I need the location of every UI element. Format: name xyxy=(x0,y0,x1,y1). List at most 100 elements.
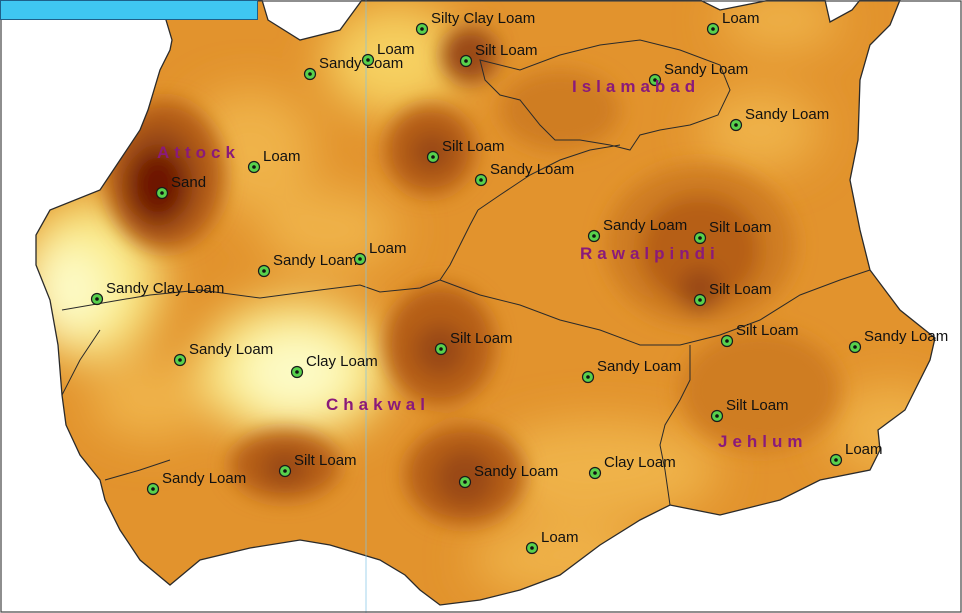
sample-label: Sandy Loam xyxy=(597,358,681,375)
sample-point[interactable]: Silt Loam xyxy=(278,452,357,478)
sample-point[interactable]: Sandy Loam xyxy=(581,358,682,384)
sample-label: Sandy Loam xyxy=(745,106,829,123)
sample-label: Silt Loam xyxy=(294,452,357,469)
sample-label: Loam xyxy=(845,441,883,458)
district-label-chakwal: Chakwal xyxy=(326,395,430,414)
sample-marker-dot xyxy=(698,236,702,240)
boundary-attock-rawalpindi xyxy=(477,144,621,211)
boundary-inner-west xyxy=(61,329,101,396)
sample-marker-dot xyxy=(160,191,164,195)
sample-point[interactable]: Sandy Loam xyxy=(474,161,575,187)
sample-label: Sandy Loam xyxy=(603,217,687,234)
sample-point[interactable]: Silt Loam xyxy=(459,42,538,68)
sample-point[interactable]: Sandy Loam xyxy=(648,61,749,87)
sample-marker-dot xyxy=(853,345,857,349)
sample-marker-dot xyxy=(178,358,182,362)
sample-point[interactable]: Sand xyxy=(155,174,207,200)
sample-label: Sandy Clay Loam xyxy=(106,280,224,297)
sample-point[interactable]: Sandy Loam xyxy=(146,470,247,496)
dark-zone-16 xyxy=(500,70,620,150)
light-zone-7 xyxy=(260,190,400,270)
dark-zone-3 xyxy=(130,150,186,220)
light-zone-13 xyxy=(700,90,820,170)
boundary-chakwal-south xyxy=(104,459,171,481)
sample-label: Sandy Loam xyxy=(864,328,948,345)
sample-label: Silt Loam xyxy=(736,322,799,339)
sample-point[interactable]: Sandy Loam xyxy=(173,341,274,367)
sample-label: Loam xyxy=(263,148,301,165)
boundary-islamabad xyxy=(479,39,731,151)
light-zone-1 xyxy=(325,5,465,115)
sample-point[interactable]: Loam xyxy=(361,41,415,67)
sample-marker-dot xyxy=(593,471,597,475)
sample-marker-dot xyxy=(715,414,719,418)
sample-point[interactable]: Sandy Loam xyxy=(303,55,404,81)
sample-label: Sandy Loam xyxy=(162,470,246,487)
legend-box xyxy=(0,0,258,20)
sample-marker-dot xyxy=(308,72,312,76)
sample-point[interactable]: Silty Clay Loam xyxy=(415,10,536,36)
sample-point[interactable]: Sandy Loam xyxy=(848,328,949,354)
sample-point[interactable]: Silt Loam xyxy=(693,219,772,245)
light-zone-10 xyxy=(830,385,935,475)
dark-zone-9 xyxy=(678,268,722,312)
sample-marker-dot xyxy=(725,339,729,343)
district-label-islamabad: Islamabad xyxy=(572,77,700,96)
sample-label: Silt Loam xyxy=(709,281,772,298)
sample-marker-dot xyxy=(431,155,435,159)
sample-marker-dot xyxy=(698,298,702,302)
sample-point[interactable]: Loam xyxy=(706,10,760,36)
dark-zone-8 xyxy=(640,195,760,305)
sample-marker-dot xyxy=(420,27,424,31)
boundary-attock-chakwal xyxy=(61,209,479,311)
sample-point[interactable]: Sandy Clay Loam xyxy=(90,280,225,306)
light-zone-8 xyxy=(90,360,210,440)
sample-label: Silt Loam xyxy=(726,397,789,414)
sample-point[interactable]: Loam xyxy=(353,240,407,266)
sample-label: Sandy Loam xyxy=(474,463,558,480)
sample-label: Sandy Loam xyxy=(319,55,403,72)
sample-marker-dot xyxy=(295,370,299,374)
sample-label: Loam xyxy=(541,529,579,546)
district-label-attock: Attock xyxy=(157,143,240,162)
sample-marker-dot xyxy=(366,58,370,62)
sample-label: Clay Loam xyxy=(306,353,378,370)
district-label-rawalpindi: Rawalpindi xyxy=(580,244,720,263)
sample-point[interactable]: Clay Loam xyxy=(290,353,378,379)
sample-point[interactable]: Silt Loam xyxy=(693,281,772,307)
light-zone-11 xyxy=(720,0,840,50)
sample-point[interactable]: Sandy Loam xyxy=(729,106,830,132)
sample-marker-dot xyxy=(734,123,738,127)
sample-label: Loam xyxy=(377,41,415,58)
sample-point[interactable]: Silt Loam xyxy=(720,322,799,348)
sample-marker-dot xyxy=(262,269,266,273)
sample-marker-dot xyxy=(711,27,715,31)
sample-point[interactable]: Clay Loam xyxy=(588,454,676,480)
sample-point[interactable]: Loam xyxy=(525,529,579,555)
sample-label: Silt Loam xyxy=(475,42,538,59)
sample-marker-dot xyxy=(151,487,155,491)
sample-label: Silt Loam xyxy=(450,330,513,347)
sample-marker-dot xyxy=(358,257,362,261)
dark-zone-6 xyxy=(442,27,498,83)
sample-marker-dot xyxy=(530,546,534,550)
sample-point[interactable]: Loam xyxy=(247,148,301,174)
sample-marker-dot xyxy=(464,59,468,63)
sample-point[interactable]: Silt Loam xyxy=(426,138,505,164)
district-boundaries xyxy=(61,39,871,506)
sample-point[interactable]: Sandy Loam xyxy=(257,252,358,278)
sample-point[interactable]: Silt Loam xyxy=(434,330,513,356)
sample-marker-dot xyxy=(439,347,443,351)
sample-point[interactable]: Silt Loam xyxy=(710,397,789,423)
sample-marker-dot xyxy=(834,458,838,462)
sample-point[interactable]: Sandy Loam xyxy=(458,463,559,489)
sample-label: Sandy Loam xyxy=(490,161,574,178)
sample-point[interactable]: Loam xyxy=(829,441,883,467)
sample-marker-dot xyxy=(653,78,657,82)
sample-point[interactable]: Sandy Loam xyxy=(587,217,688,243)
